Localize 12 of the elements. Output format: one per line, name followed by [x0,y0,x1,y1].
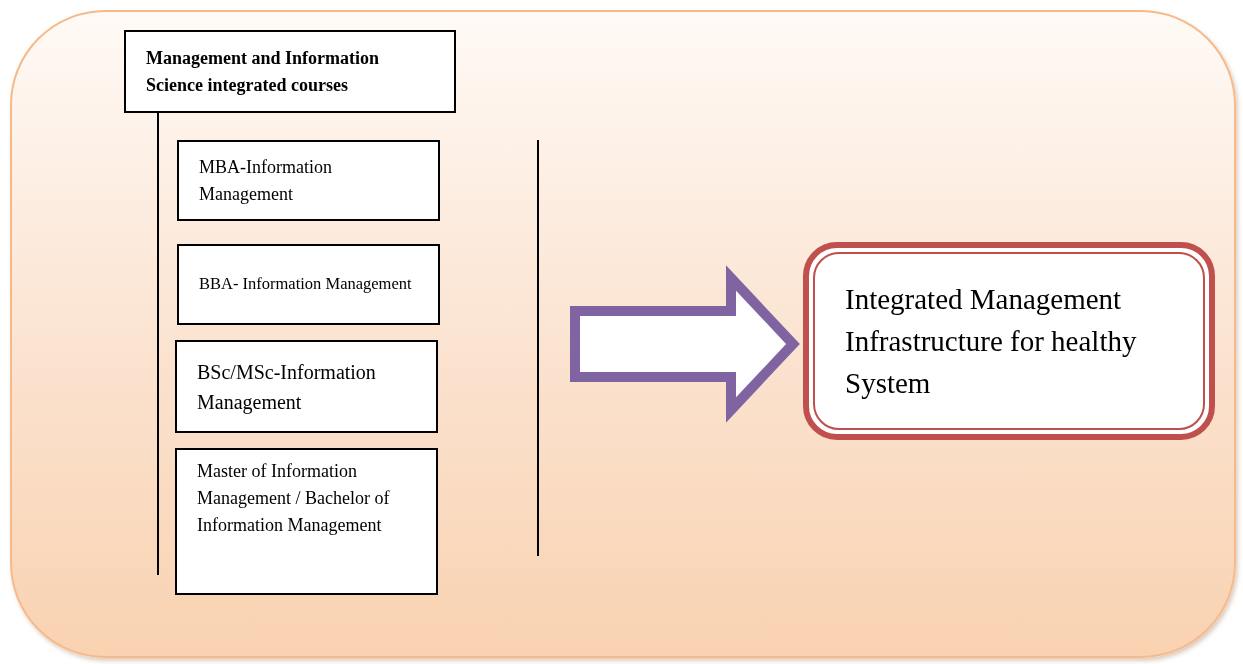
course-text: BBA- Information Management [199,273,412,296]
result-text: Integrated Management Infrastructure for healthy System [845,282,1138,402]
course-box [177,140,440,221]
course-box [175,340,438,433]
result-box [803,242,1215,440]
course-text: BSc/MSc-Information Management [197,359,377,416]
course-box [177,244,440,325]
course-box [175,448,438,595]
course-text: MBA-Information Management [199,155,333,206]
heading-text: Management and Information Science integrated courses [146,46,380,97]
heading-box [124,30,456,113]
course-text: Master of Information Management / Bachelor of Information Management [197,460,391,537]
